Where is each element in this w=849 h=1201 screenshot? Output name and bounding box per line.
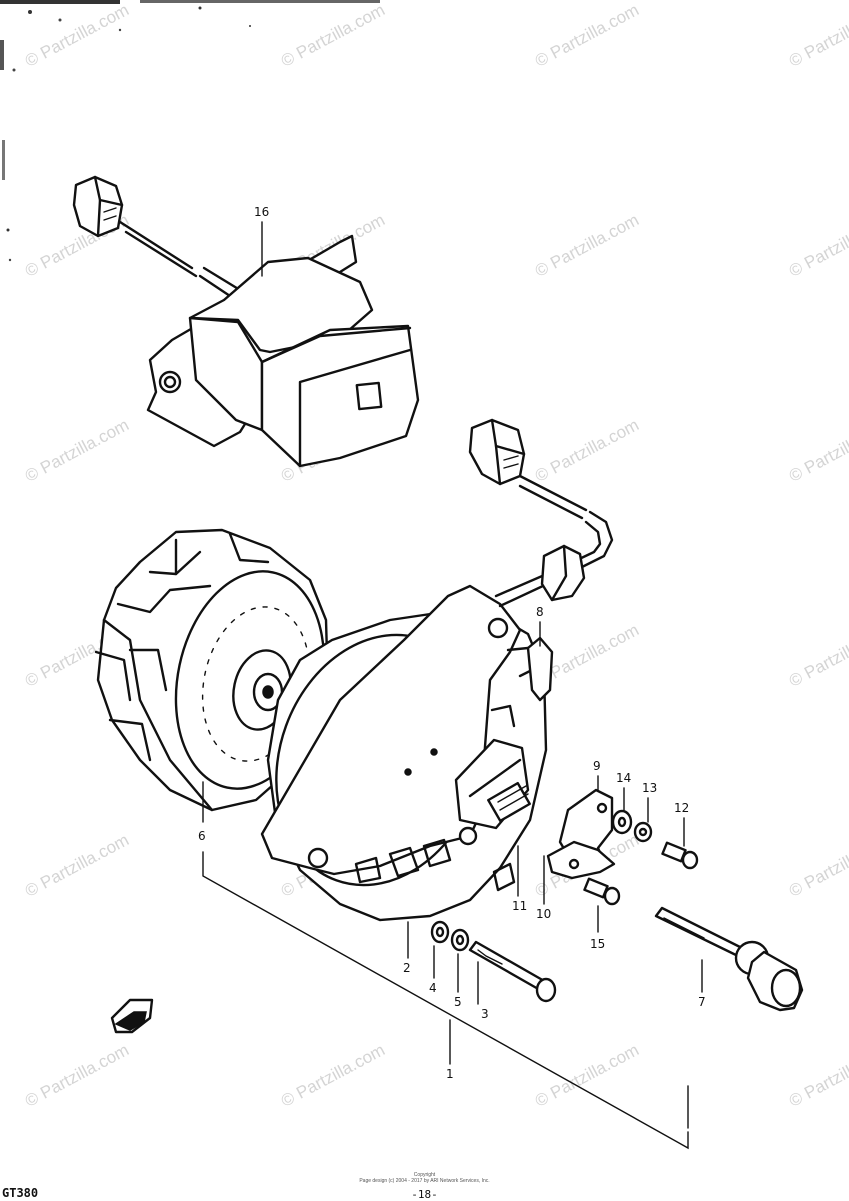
front-direction-arrow-icon (110, 998, 154, 1034)
callout-3: 3 (481, 1007, 489, 1021)
scan-noise (0, 0, 380, 262)
leader-lines (202, 221, 703, 1150)
callout-1: 1 (446, 1067, 454, 1081)
copyright-notice: Copyright Page design (c) 2004 - 2017 by… (359, 1172, 490, 1184)
part-2-stator-housing (260, 584, 554, 922)
hardware-small-parts (430, 788, 804, 1012)
callout-6: 6 (198, 829, 206, 843)
callout-5: 5 (454, 995, 462, 1009)
callout-12: 12 (674, 801, 690, 815)
model-code: GT380 (2, 1186, 39, 1200)
callout-13: 13 (642, 781, 658, 795)
callout-11: 11 (512, 899, 528, 913)
callout-14: 14 (616, 771, 632, 785)
callout-8: 8 (536, 605, 544, 619)
callout-9: 9 (593, 759, 601, 773)
callout-15: 15 (590, 937, 606, 951)
callout-10: 10 (536, 907, 552, 921)
page-number: -18- (411, 1188, 438, 1201)
callout-16: 16 (254, 205, 270, 219)
callout-4: 4 (429, 981, 437, 995)
stator-wire-harness (468, 418, 614, 608)
part-16-regulator (72, 175, 420, 468)
callout-2: 2 (403, 961, 411, 975)
callout-7: 7 (698, 995, 706, 1009)
